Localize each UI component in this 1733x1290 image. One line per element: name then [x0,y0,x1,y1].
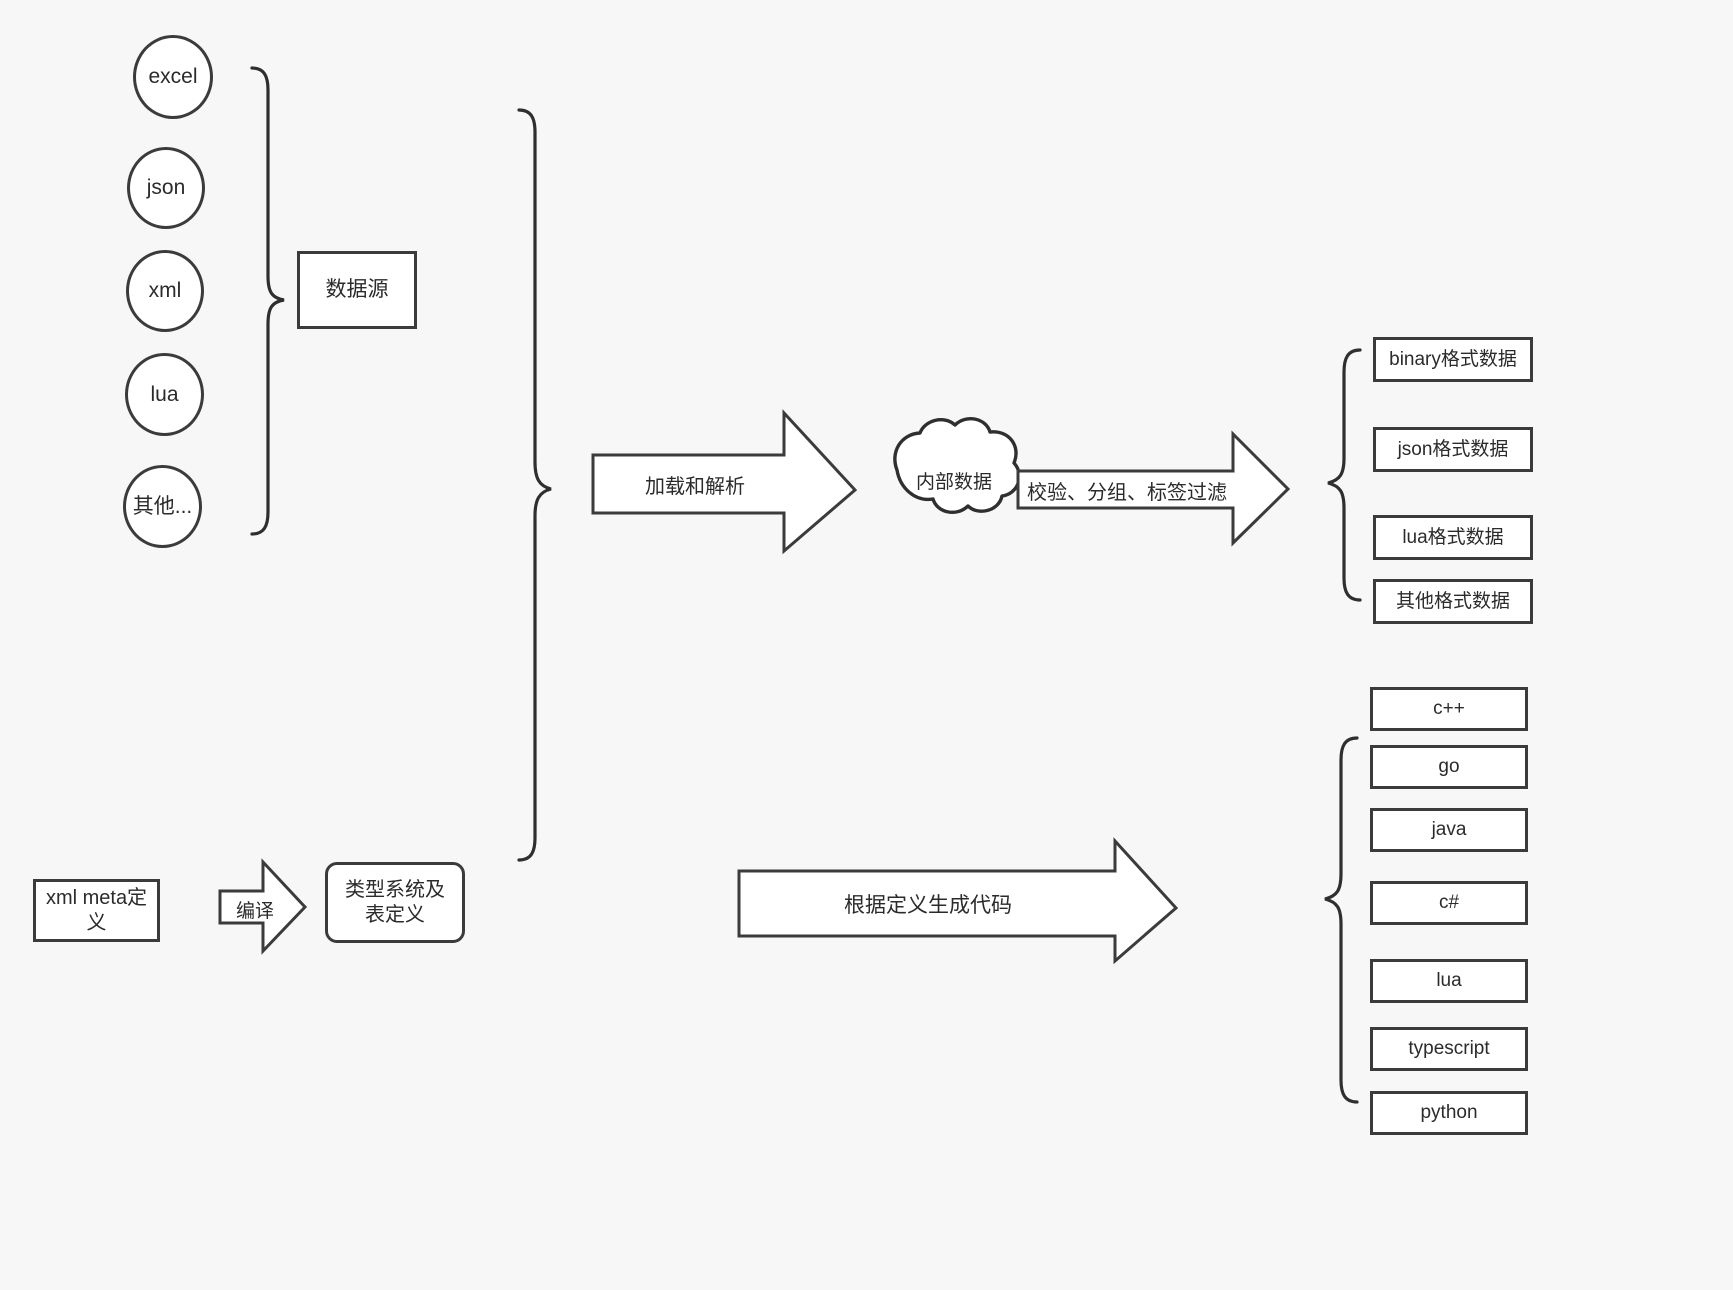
internal-data-cloud-shape [893,416,1021,515]
brace-output-formats [1327,348,1362,602]
type-system-label: 类型系统及表定义 [345,879,445,926]
codegen-arrow-shape [737,837,1179,965]
output-language-box-csharp[interactable]: c# [1370,881,1528,925]
output-format-box-lua[interactable]: lua格式数据 [1373,515,1533,560]
output-format-label: lua格式数据 [1402,526,1504,548]
data-source-circle-lua[interactable]: lua [125,353,204,436]
type-system-box[interactable]: 类型系统及表定义 [325,862,465,943]
output-language-label: lua [1436,970,1462,992]
filter-arrow-shape [1016,430,1291,547]
output-language-label: go [1438,756,1460,778]
output-language-box-python[interactable]: python [1370,1091,1528,1135]
output-format-box-binary[interactable]: binary格式数据 [1373,337,1533,382]
output-format-box-json[interactable]: json格式数据 [1373,427,1533,472]
output-format-label: json格式数据 [1397,438,1509,460]
data-source-label: json [146,176,186,200]
brace-data-sources [250,66,285,536]
data-source-label: excel [148,65,198,89]
output-language-label: c++ [1433,698,1465,720]
brace-pipeline-inputs [517,108,552,862]
data-source-label: 其他... [132,494,193,518]
output-language-label: typescript [1408,1038,1490,1060]
data-source-circle-json[interactable]: json [127,147,205,229]
data-source-circle-other[interactable]: 其他... [123,465,202,548]
xml-meta-definition-label: xml meta定义 [45,887,148,934]
data-source-group-box[interactable]: 数据源 [297,251,417,329]
output-language-label: java [1431,819,1467,841]
output-language-box-typescript[interactable]: typescript [1370,1027,1528,1071]
output-language-label: python [1420,1102,1478,1124]
data-source-circle-xml[interactable]: xml [126,250,204,332]
output-language-box-cpp[interactable]: c++ [1370,687,1528,731]
brace-output-languages [1324,736,1359,1104]
output-format-label: binary格式数据 [1389,348,1517,370]
output-format-box-other[interactable]: 其他格式数据 [1373,579,1533,624]
compile-arrow-shape [218,858,308,955]
output-format-label: 其他格式数据 [1395,590,1510,612]
data-source-label: lua [150,382,179,406]
output-language-label: c# [1438,892,1460,914]
xml-meta-definition-box[interactable]: xml meta定义 [33,879,160,942]
data-source-label: xml [148,279,182,303]
load-parse-arrow-shape [591,409,858,555]
data-source-circle-excel[interactable]: excel [133,35,213,119]
output-language-box-lua[interactable]: lua [1370,959,1528,1003]
output-language-box-java[interactable]: java [1370,808,1528,852]
data-source-group-label: 数据源 [325,278,389,302]
output-language-box-go[interactable]: go [1370,745,1528,789]
